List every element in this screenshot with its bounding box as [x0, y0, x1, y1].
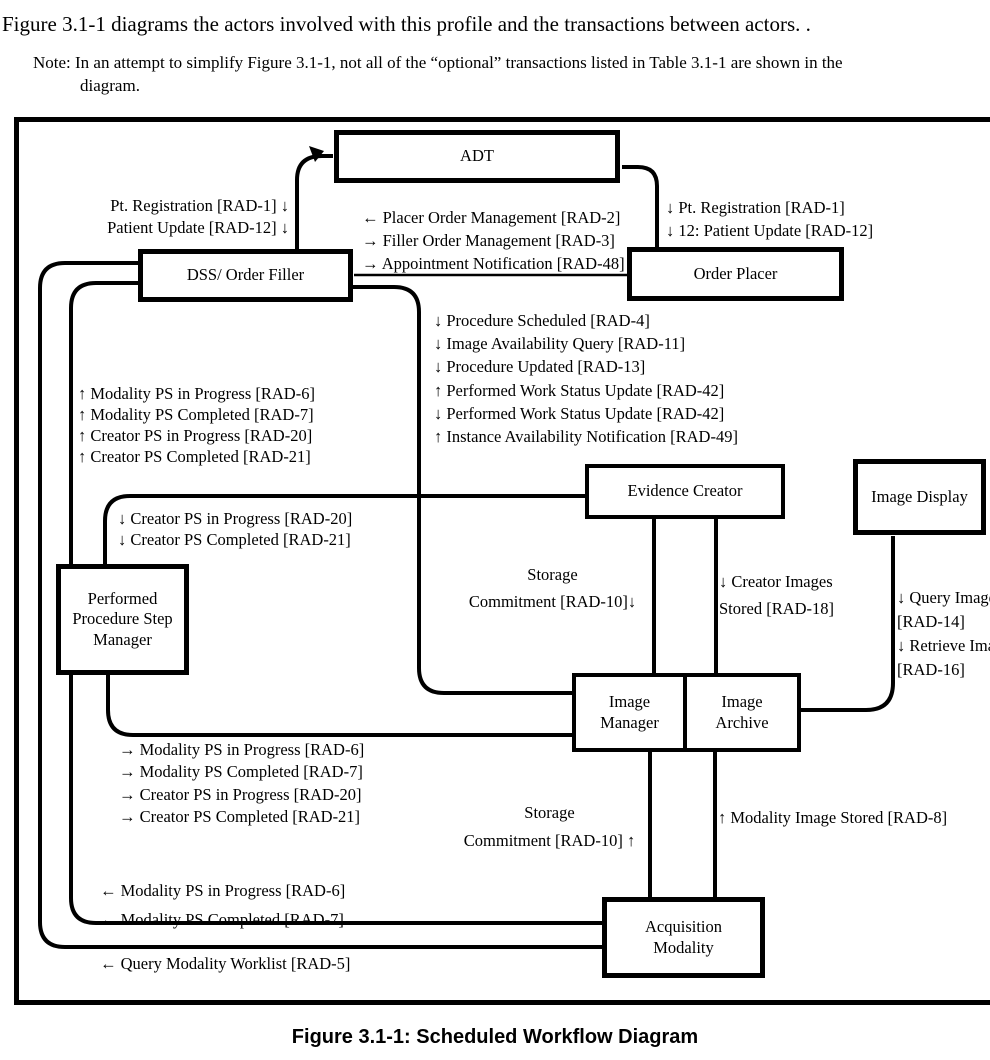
note-line-2: diagram. — [80, 76, 140, 95]
transaction-label: ↓ Creator PS in Progress [RAD-20] — [118, 509, 353, 528]
transaction-label: Pt. Registration [RAD-1] ↓ — [110, 196, 289, 215]
transaction-label: ↑ Creator PS in Progress [RAD-20] — [78, 426, 313, 445]
transaction-label: ↓ Creator Images — [719, 572, 833, 591]
connector-adt-dss — [295, 154, 333, 251]
connector-imagearchive-imagedisplay — [799, 536, 895, 712]
label-block-acquisition-ppsm: ← Modality PS in Progress [RAD-6] ← Moda… — [100, 876, 345, 934]
transaction-label: ↓ Performed Work Status Update [RAD-42] — [434, 403, 725, 423]
connector-dss-imagemanager — [352, 285, 575, 695]
label-block-evidencecreator-imagemanager: Storage Commitment [RAD-10]↓ — [456, 561, 649, 615]
actor-label-adt: ADT — [460, 146, 494, 166]
label-block-imagearchive-acquisition: ↑ Modality Image Stored [RAD-8] — [718, 808, 947, 828]
connector-dss-ppsm — [69, 281, 140, 566]
actor-label-acquisition-modality: Acquisition Modality — [645, 917, 722, 957]
transaction-label: → Creator PS in Progress [RAD-20] — [119, 784, 362, 804]
actor-box-acquisition-modality: Acquisition Modality — [602, 897, 765, 978]
actor-box-dss-order-filler: DSS/ Order Filler — [138, 249, 353, 302]
actor-label-image-manager: Image Manager — [600, 692, 659, 732]
label-block-ppsm-dss: ↑ Modality PS in Progress [RAD-6] ↑ Moda… — [78, 383, 315, 467]
transaction-label: ↑ Creator PS Completed [RAD-21] — [78, 447, 311, 466]
label-block-imagedisplay-imagearchive: ↓ Query Images [RAD-14] ↓ Retrieve Image… — [897, 586, 990, 682]
transaction-label: → Modality PS Completed [RAD-7] — [119, 762, 363, 782]
transaction-label: ↓ Retrieve Images — [897, 636, 990, 655]
transaction-label: ← Modality PS in Progress [RAD-6] — [100, 881, 346, 900]
actor-box-adt: ADT — [334, 130, 620, 183]
label-block-evidencecreator-ppsm: ↓ Creator PS in Progress [RAD-20] ↓ Crea… — [118, 508, 352, 550]
transaction-label: ↓ Query Images — [897, 588, 990, 607]
actor-box-image-display: Image Display — [853, 459, 986, 535]
transaction-label: → Creator PS Completed [RAD-21] — [119, 806, 361, 826]
transaction-label: ← Query Modality Worklist [RAD-5] — [100, 954, 351, 973]
transaction-label: Storage — [524, 803, 575, 822]
transaction-label: Commitment [RAD-10] ↑ — [463, 831, 636, 850]
actor-box-image-manager: Image Manager — [572, 673, 687, 752]
transaction-label: ↓ Procedure Scheduled [RAD-4] — [434, 311, 650, 330]
transaction-label: → Modality PS in Progress [RAD-6] — [119, 740, 365, 759]
transaction-label: ↑ Modality Image Stored [RAD-8] — [718, 808, 948, 827]
actor-label-image-display: Image Display — [871, 486, 968, 506]
label-block-dss-imagemanager: ↓ Procedure Scheduled [RAD-4] ↓ Image Av… — [434, 309, 738, 448]
actor-box-evidence-creator: Evidence Creator — [585, 464, 785, 519]
transaction-label: ↓ Pt. Registration [RAD-1] — [666, 198, 845, 217]
connector-ppsm-acquisition — [69, 672, 604, 925]
connector-dss-acquisition-worklist — [38, 261, 604, 949]
label-block-adt-dss: Pt. Registration [RAD-1] ↓ Patient Updat… — [107, 195, 289, 239]
actor-label-order-placer: Order Placer — [693, 263, 778, 283]
transaction-label: Commitment [RAD-10]↓ — [468, 592, 637, 611]
actor-box-ppsm: Performed Procedure Step Manager — [56, 564, 189, 675]
transaction-label: ↑ Instance Availability Notification [RA… — [434, 427, 738, 447]
transaction-label: → Filler Order Management [RAD-3] — [362, 231, 615, 250]
transaction-label: ↑ Modality PS in Progress [RAD-6] — [78, 384, 315, 403]
transaction-label: Storage — [527, 565, 578, 584]
actor-label-image-archive: Image Archive — [715, 692, 769, 732]
actor-label-ppsm: Performed Procedure Step Manager — [72, 589, 173, 649]
transaction-label: ↑ Performed Work Status Update [RAD-42] — [434, 380, 725, 400]
transaction-label: [RAD-14] — [897, 612, 965, 631]
connector-adt-orderplacer — [622, 165, 659, 249]
note-line-1: Note: In an attempt to simplify Figure 3… — [33, 53, 843, 72]
connector-evidencecreator-ppsm — [103, 494, 587, 566]
label-block-adt-orderplacer: ↓ Pt. Registration [RAD-1] ↓ 12: Patient… — [666, 196, 873, 242]
transaction-label: Stored [RAD-18] — [719, 599, 835, 618]
figure-caption: Figure 3.1-1: Scheduled Workflow Diagram — [291, 1026, 699, 1048]
actor-box-order-placer: Order Placer — [627, 247, 844, 301]
transaction-label: ↓ Creator PS Completed [RAD-21] — [118, 530, 351, 549]
actor-label-evidence-creator: Evidence Creator — [627, 481, 743, 501]
transaction-label: ↓ Procedure Updated [RAD-13] — [434, 357, 646, 377]
transaction-label: → Appointment Notification [RAD-48] — [362, 254, 625, 273]
label-block-dss-orderplacer: ← Placer Order Management [RAD-2] → Fill… — [362, 206, 625, 275]
transaction-label: ↓ Image Availability Query [RAD-11] — [434, 334, 686, 354]
transaction-label: ↑ Modality PS Completed [RAD-7] — [78, 405, 314, 424]
transaction-label: Patient Update [RAD-12] ↓ — [107, 218, 289, 237]
transaction-label: ← Modality PS Completed [RAD-7] — [100, 910, 344, 929]
label-block-ppsm-imagemanager: → Modality PS in Progress [RAD-6] → Moda… — [119, 739, 364, 828]
diagram-border — [14, 117, 990, 1005]
transaction-label: ← Placer Order Management [RAD-2] — [362, 208, 621, 227]
label-block-imagemanager-acquisition: Storage Commitment [RAD-10] ↑ — [452, 799, 647, 855]
actor-box-image-archive: Image Archive — [683, 673, 801, 752]
actor-label-dss-order-filler: DSS/ Order Filler — [186, 265, 305, 285]
label-block-evidencecreator-imagearchive: ↓ Creator Images Stored [RAD-18] — [719, 568, 834, 622]
transaction-label: ↓ 12: Patient Update [RAD-12] — [666, 221, 874, 240]
label-block-acquisition-dss: ← Query Modality Worklist [RAD-5] — [100, 954, 350, 974]
page-title: Figure 3.1-1 diagrams the actors involve… — [2, 12, 811, 36]
connector-ppsm-imagemanager — [106, 672, 575, 737]
transaction-label: [RAD-16] — [897, 660, 965, 679]
connector-adt-arrowhead — [309, 146, 324, 162]
